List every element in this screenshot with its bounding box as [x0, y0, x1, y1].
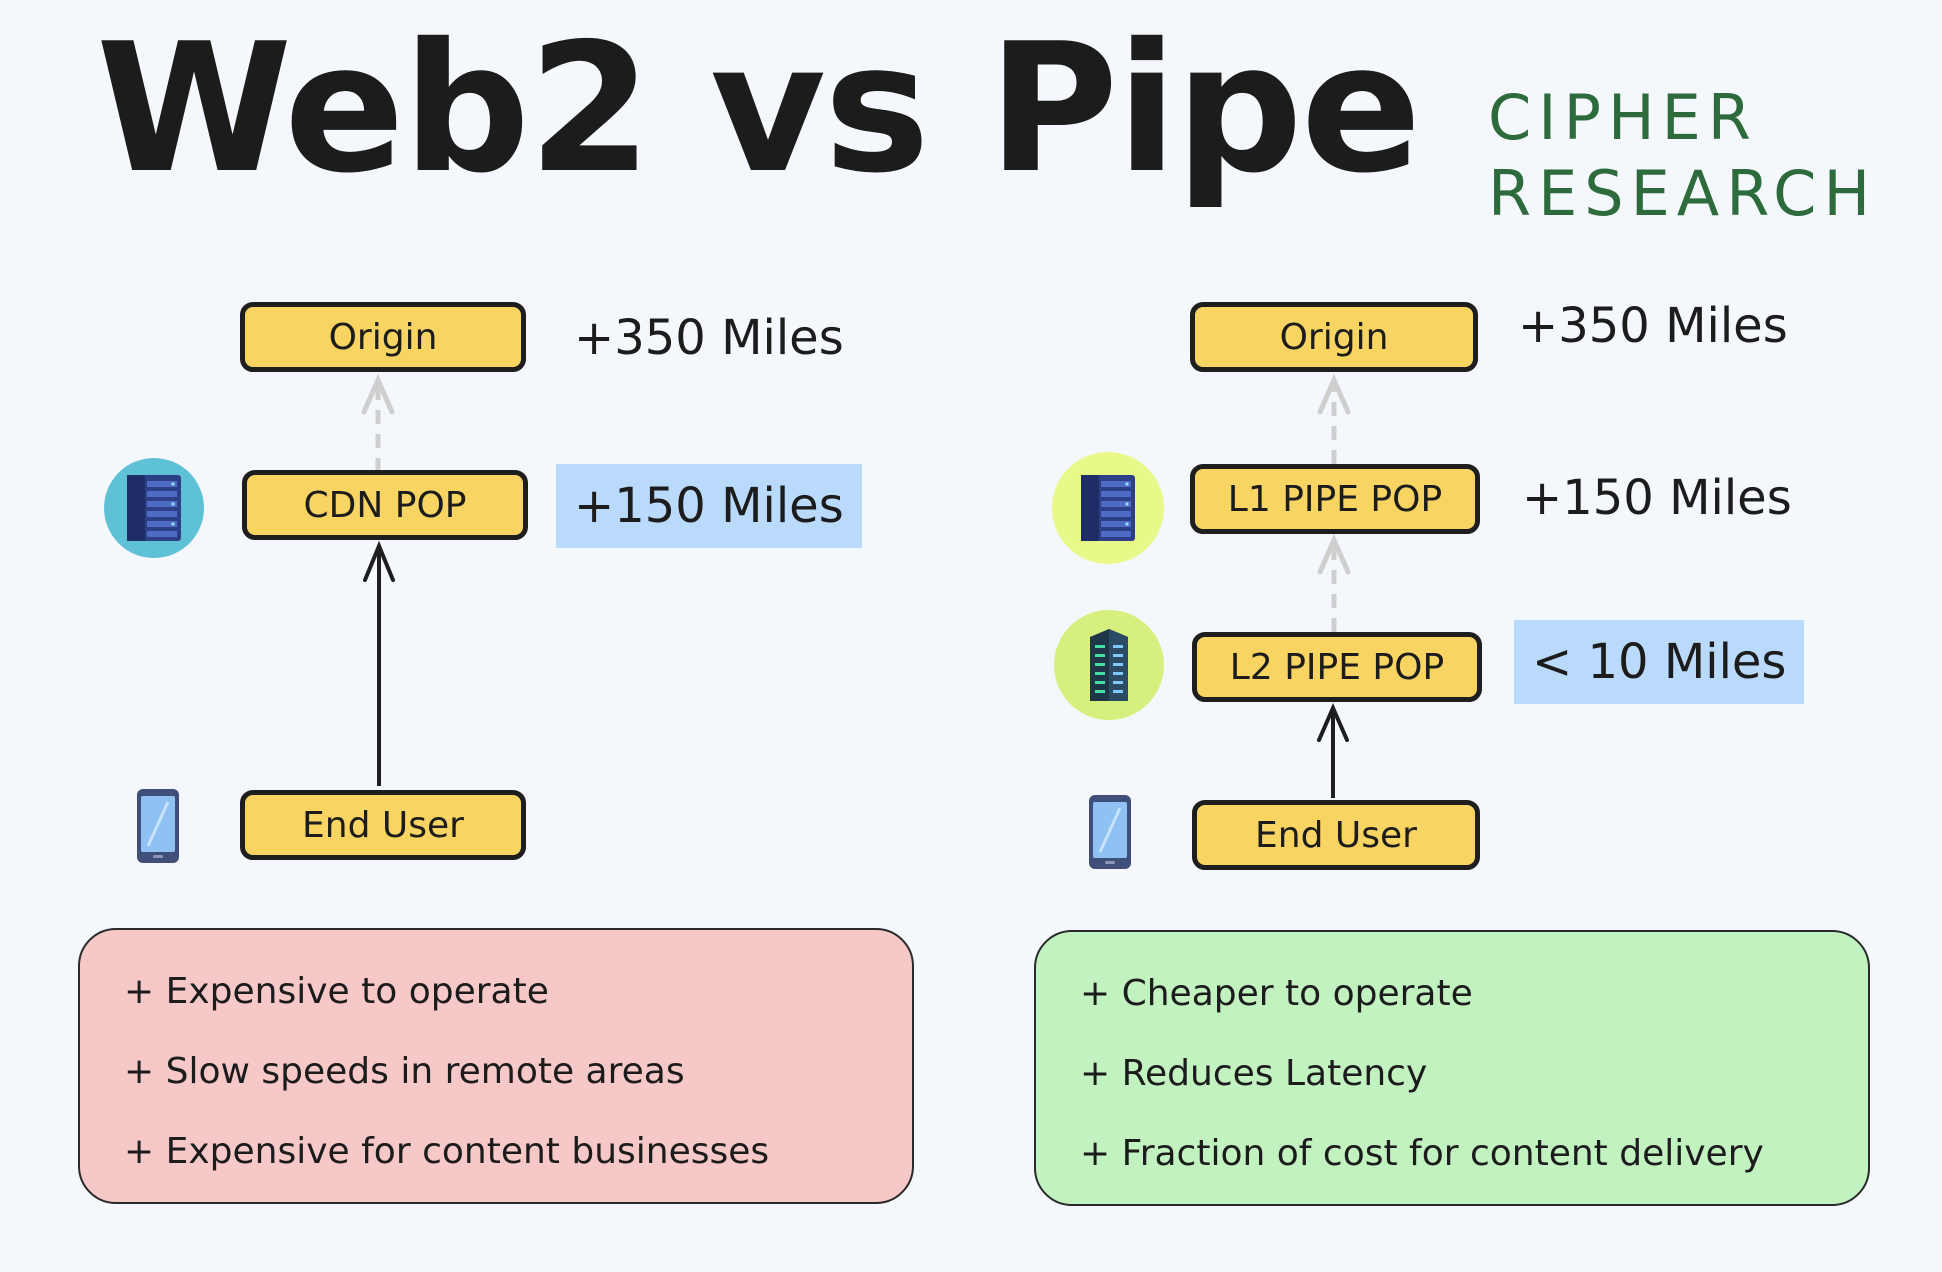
web2-end-user-device	[136, 788, 180, 868]
pipe-origin-distance: +350 Miles	[1518, 298, 1788, 354]
pipe-end-user-label: End User	[1255, 814, 1417, 856]
pipe-l1-distance: +150 Miles	[1522, 470, 1792, 526]
pipe-l2-arrowhead	[1317, 703, 1349, 742]
pipe-point-2: + Reduces Latency	[1080, 1053, 1428, 1094]
web2-point-3: + Expensive for content businesses	[124, 1131, 770, 1172]
brand-line-2: RESEARCH	[1488, 157, 1878, 230]
pipe-origin-node: Origin	[1190, 302, 1478, 372]
web2-cdn-pop-node: CDN POP	[242, 470, 528, 540]
web2-origin-arrowhead	[361, 373, 395, 415]
brand-line-1: CIPHER	[1488, 81, 1758, 154]
smartphone-icon	[137, 789, 179, 863]
pipe-l2-distance: < 10 Miles	[1514, 620, 1805, 704]
pipe-pros-panel: + Cheaper to operate + Reduces Latency +…	[1034, 930, 1870, 1206]
pipe-end-user-device	[1088, 794, 1132, 874]
web2-cdn-distance: +150 Miles	[556, 464, 862, 548]
server-tower-icon	[1090, 629, 1128, 701]
web2-point-1: + Expensive to operate	[124, 971, 549, 1012]
l2-server-icon-badge	[1054, 610, 1164, 720]
web2-cons-panel: + Expensive to operate + Slow speeds in …	[78, 928, 914, 1204]
web2-origin-distance: +350 Miles	[574, 310, 844, 366]
pipe-l2-pop-node: L2 PIPE POP	[1192, 632, 1482, 702]
l1-server-icon-badge	[1052, 452, 1164, 564]
pipe-l2-pop-label: L2 PIPE POP	[1229, 646, 1445, 688]
web2-cdn-pop-label: CDN POP	[303, 484, 467, 526]
page-title: Web2 vs Pipe	[96, 5, 1422, 212]
web2-origin-node: Origin	[240, 302, 526, 372]
pipe-origin-arrowhead	[1317, 373, 1351, 415]
smartphone-icon	[1089, 795, 1131, 869]
server-rack-icon	[1081, 475, 1135, 541]
pipe-l1-pop-node: L1 PIPE POP	[1190, 464, 1480, 534]
pipe-origin-label: Origin	[1279, 316, 1389, 358]
pipe-l1-arrowhead	[1317, 533, 1351, 575]
server-rack-icon	[127, 475, 181, 541]
cdn-server-icon-badge	[104, 458, 204, 558]
pipe-end-user-node: End User	[1192, 800, 1480, 870]
pipe-point-1: + Cheaper to operate	[1080, 973, 1473, 1014]
brand-logo: CIPHER RESEARCH	[1488, 80, 1877, 232]
pipe-l1-pop-label: L1 PIPE POP	[1227, 478, 1443, 520]
web2-origin-label: Origin	[328, 316, 438, 358]
web2-end-user-label: End User	[302, 804, 464, 846]
web2-end-user-node: End User	[240, 790, 526, 860]
web2-point-2: + Slow speeds in remote areas	[124, 1051, 685, 1092]
web2-cdn-arrowhead	[363, 540, 395, 582]
pipe-point-3: + Fraction of cost for content delivery	[1080, 1133, 1764, 1174]
